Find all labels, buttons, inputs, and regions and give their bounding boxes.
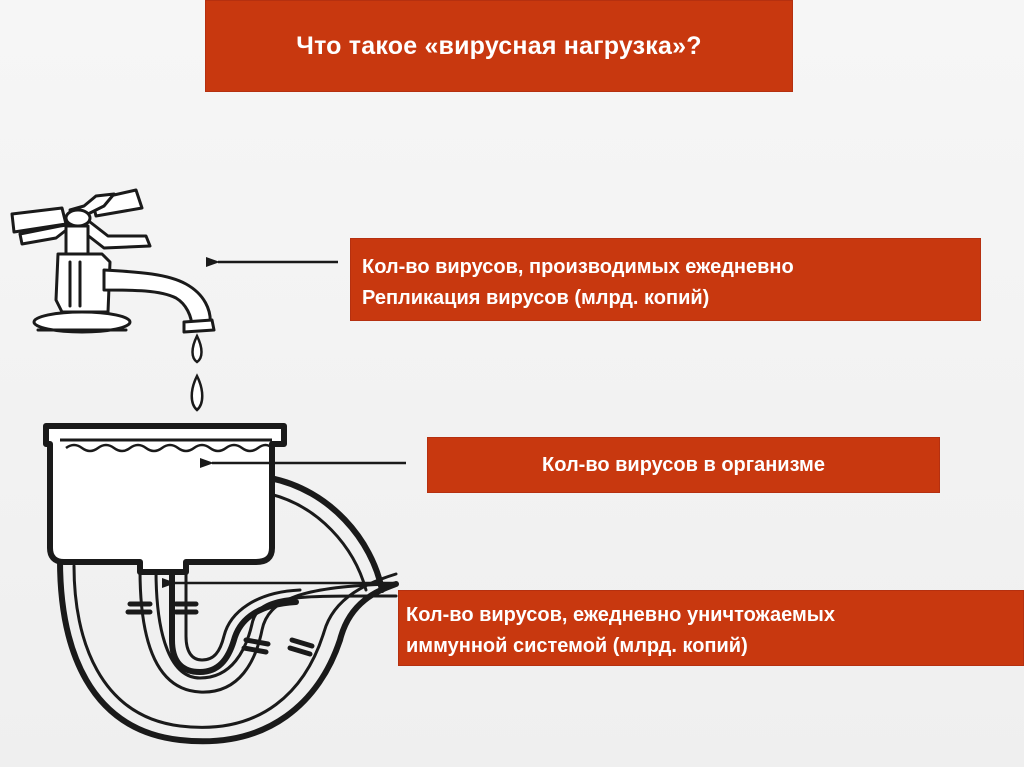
faucet-icon bbox=[10, 188, 216, 334]
in-body-label: Кол-во вирусов в организме bbox=[542, 453, 825, 476]
in-body-label-box: Кол-во вирусов в организме bbox=[427, 437, 940, 493]
destroyed-label-line1: Кол-во вирусов, ежедневно уничтожаемых bbox=[406, 604, 835, 626]
replication-label-line2: Репликация вирусов (млрд. копий) bbox=[362, 287, 710, 309]
slide-title-text: Что такое «вирусная нагрузка»? bbox=[296, 31, 702, 60]
destroyed-label-line2: иммунной системой (млрд. копий) bbox=[406, 635, 748, 657]
slide-title: Что такое «вирусная нагрузка»? bbox=[205, 0, 793, 92]
replication-label-box: Кол-во вирусов, производимых ежедневно Р… bbox=[350, 238, 981, 321]
destroyed-label-box: Кол-во вирусов, ежедневно уничтожаемых и… bbox=[398, 590, 1024, 666]
replication-label-line1: Кол-во вирусов, производимых ежедневно bbox=[362, 256, 794, 278]
basin-icon bbox=[43, 423, 287, 575]
drain-pipe-icon bbox=[57, 475, 399, 745]
water-drop-icon bbox=[190, 333, 204, 412]
